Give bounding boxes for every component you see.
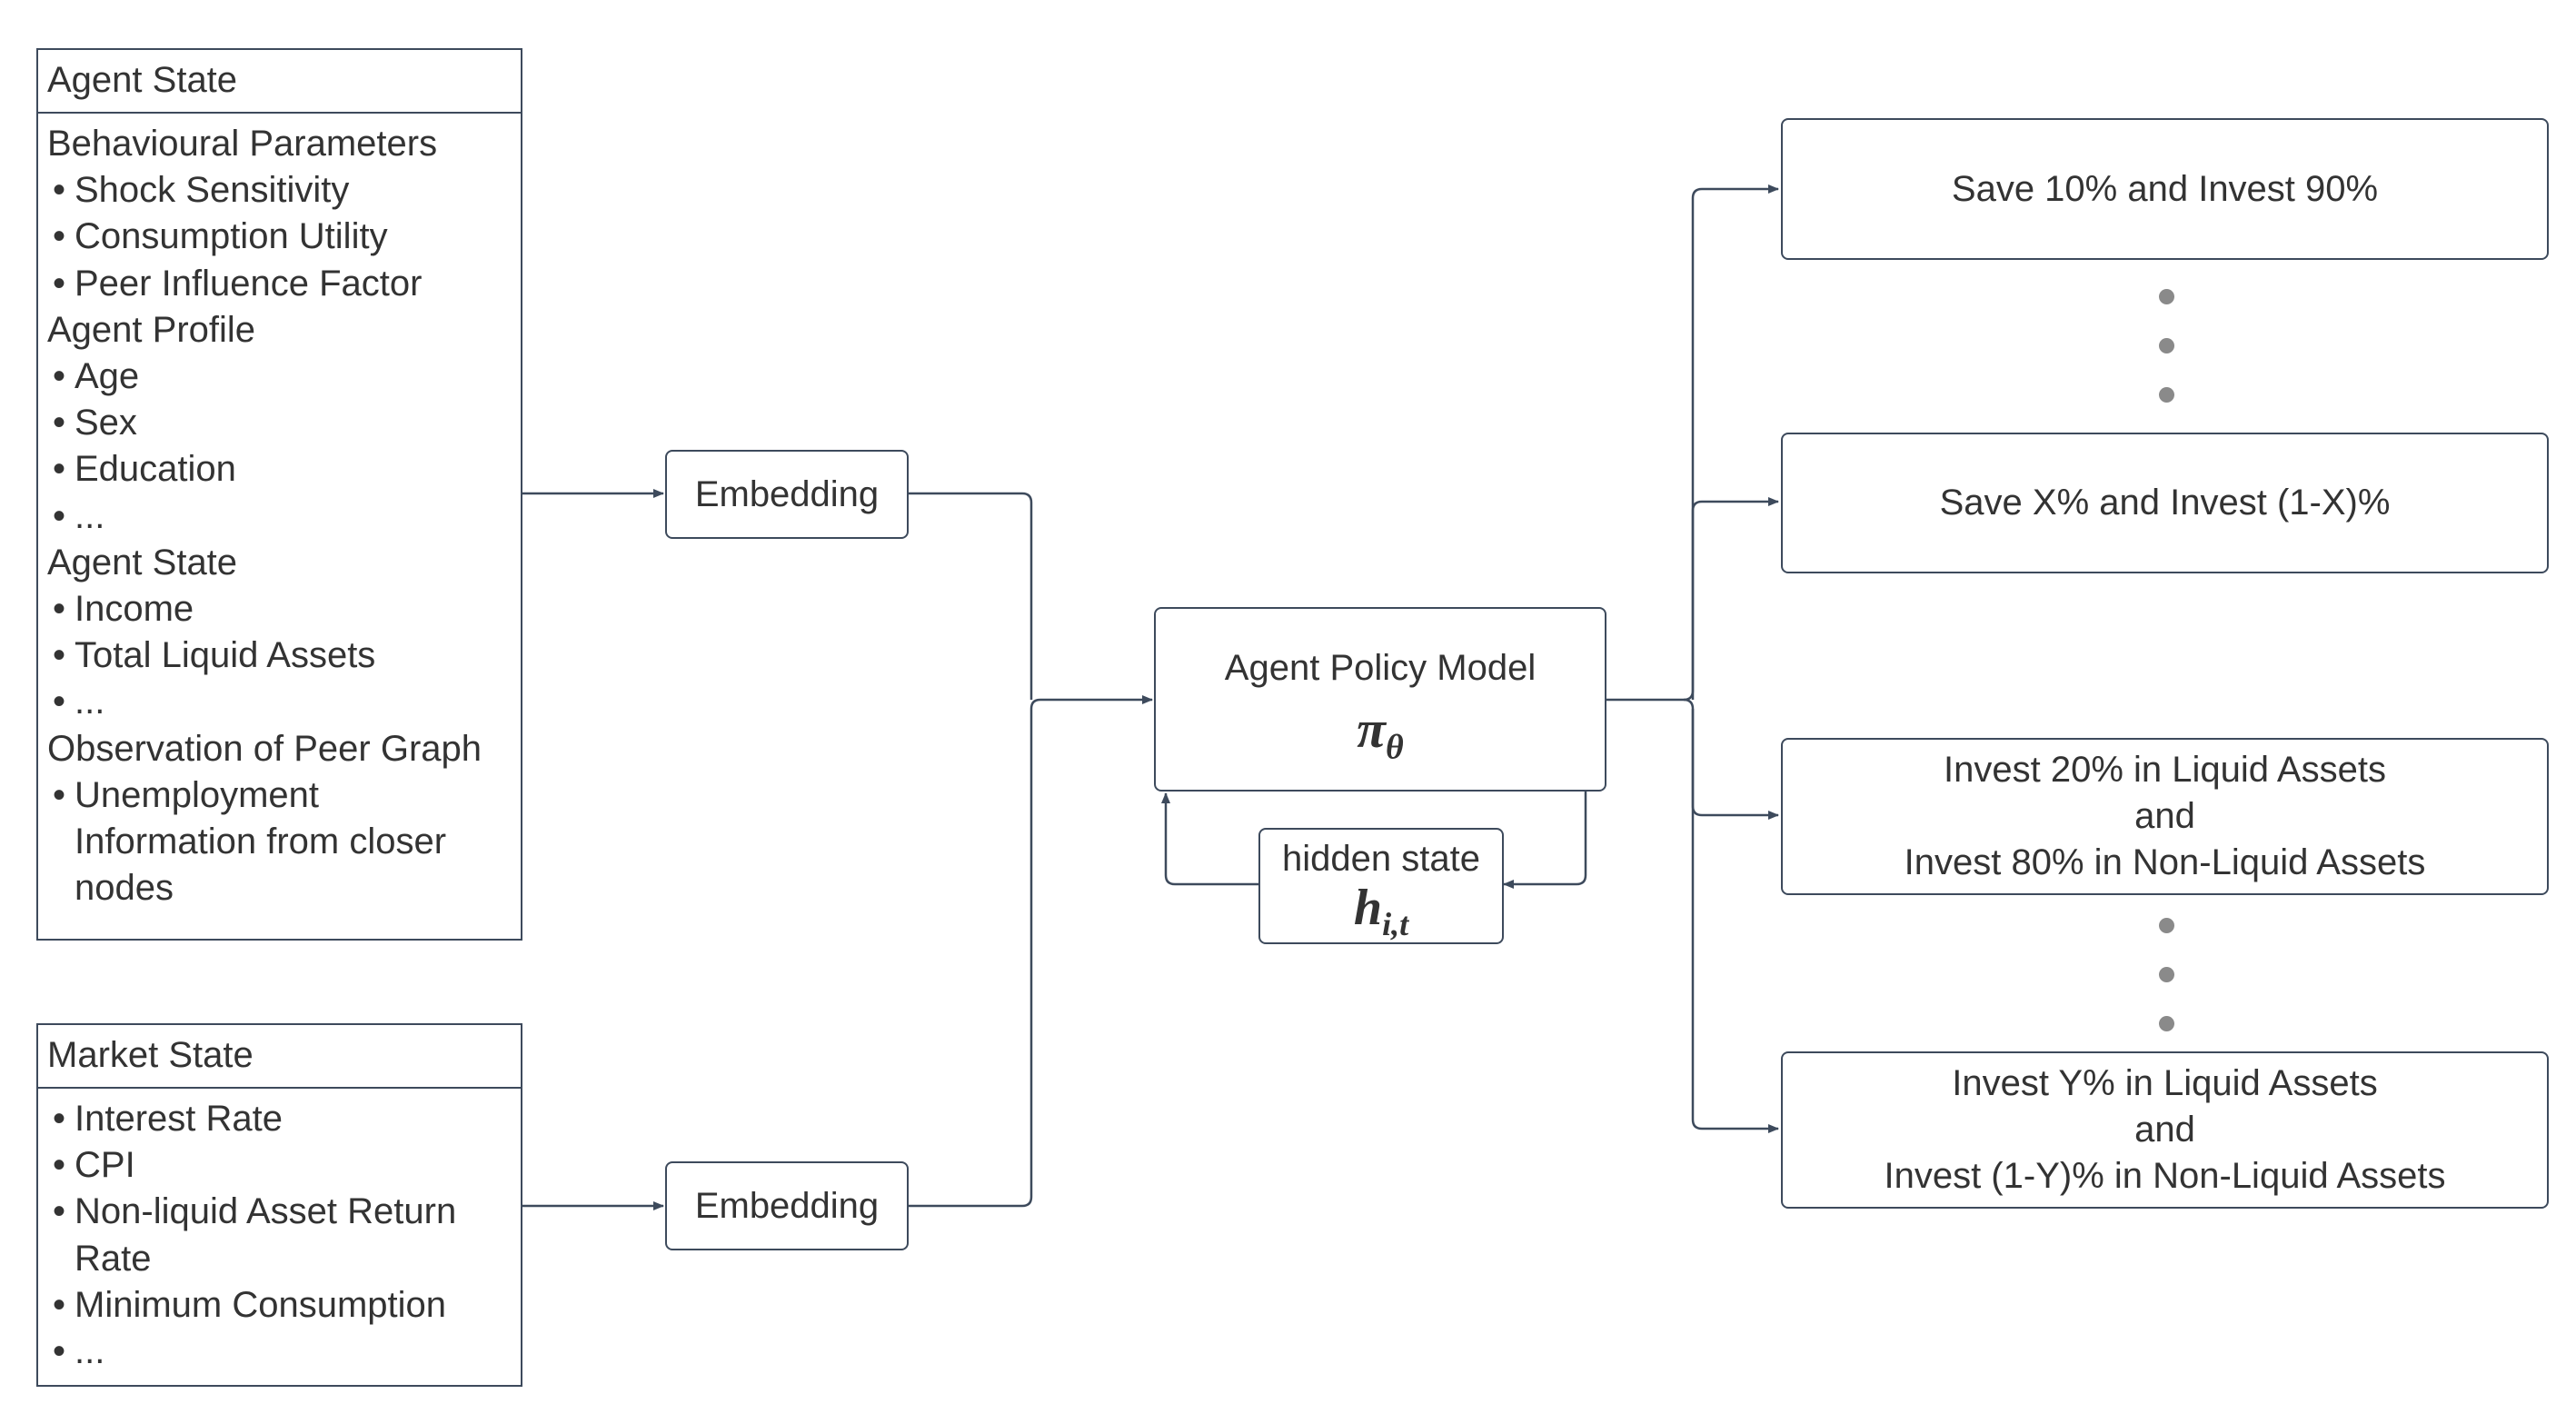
policy-symbol-subscript: θ <box>1385 728 1404 767</box>
policy-symbol: πθ <box>1156 700 1605 778</box>
ellipsis-dot <box>2159 387 2174 403</box>
arrow-policy-to-hidden-state <box>1503 792 1587 889</box>
action-line: Save X% and Invest (1-X)% <box>1939 483 2391 523</box>
action-box-save-10-invest-90: Save 10% and Invest 90% <box>1781 118 2549 260</box>
market-state-panel-title: Market State <box>38 1025 521 1089</box>
hidden-state-symbol: hi,t <box>1260 881 1502 951</box>
list-item: ... <box>47 1329 517 1375</box>
list-item: CPI <box>47 1142 517 1189</box>
action-line: Save 10% and Invest 90% <box>1951 168 2379 209</box>
action-line: Invest (1-Y)% in Non-Liquid Assets <box>1884 1156 2446 1196</box>
hidden-state-symbol-subscript: i,t <box>1382 906 1409 943</box>
agent-state-list: Behavioural ParametersShock SensitivityC… <box>47 121 517 911</box>
agent-policy-model-box: Agent Policy Model πθ <box>1154 607 1606 792</box>
hidden-state-symbol-main: h <box>1353 880 1383 936</box>
list-item: Income <box>47 586 517 632</box>
policy-symbol-main: π <box>1357 700 1386 759</box>
ellipsis-dot <box>2159 1016 2174 1031</box>
ellipsis-dot <box>2159 967 2174 982</box>
list-item: ... <box>47 679 517 725</box>
connector-embedding-bottom-to-policy <box>909 709 1033 1208</box>
market-state-list: Interest RateCPINon-liquid Asset ReturnR… <box>47 1096 517 1375</box>
list-item: Consumption Utility <box>47 214 517 260</box>
arrow-policy-to-action-4 <box>1691 709 1779 1133</box>
list-item: Unemployment <box>47 772 517 819</box>
list-item: Non-liquid Asset Return <box>47 1189 517 1235</box>
connector-embedding-top-to-policy <box>909 492 1033 700</box>
section-heading: Agent State <box>47 542 238 583</box>
list-item: Peer Influence Factor <box>47 261 517 307</box>
list-item-continuation: nodes <box>75 868 174 909</box>
action-line: Invest 80% in Non-Liquid Assets <box>1904 842 2426 882</box>
list-item: Shock Sensitivity <box>47 167 517 214</box>
hidden-state-label: hidden state <box>1282 839 1480 879</box>
arrow-policy-to-action-2 <box>1691 497 1779 700</box>
list-item: Total Liquid Assets <box>47 632 517 679</box>
action-box-save-x-invest-1-x: Save X% and Invest (1-X)% <box>1781 433 2549 573</box>
list-item: Age <box>47 354 517 400</box>
hidden-state-box: hidden state hi,t <box>1258 828 1504 944</box>
list-item: Sex <box>47 400 517 446</box>
arrow-policy-to-action-1 <box>1683 184 1779 702</box>
arrow-policy-to-action-3 <box>1683 698 1779 820</box>
ellipsis-dot <box>2159 918 2174 933</box>
section-heading: Agent Profile <box>47 309 256 350</box>
action-line: Invest 20% in Liquid Assets <box>1944 750 2386 790</box>
arrow-hidden-state-to-policy <box>1161 792 1258 886</box>
ellipsis-dot <box>2159 289 2174 304</box>
section-heading: Observation of Peer Graph <box>47 728 482 769</box>
list-item: ... <box>47 493 517 540</box>
embedding-box-agent: Embedding <box>665 450 909 539</box>
policy-label: Agent Policy Model <box>1224 648 1537 688</box>
action-line: and <box>2134 1110 2195 1150</box>
embedding-label: Embedding <box>694 473 880 514</box>
ellipsis-dot <box>2159 338 2174 354</box>
list-item-continuation: Information from closer <box>75 822 447 862</box>
agent-state-panel: Agent State Behavioural ParametersShock … <box>36 48 522 941</box>
embedding-box-market: Embedding <box>665 1161 909 1250</box>
agent-state-panel-title: Agent State <box>38 50 521 114</box>
list-item: Education <box>47 446 517 493</box>
list-item: Interest Rate <box>47 1096 517 1142</box>
list-item-continuation: Rate <box>75 1238 152 1279</box>
action-line: and <box>2134 796 2195 836</box>
section-heading: Behavioural Parameters <box>47 124 438 164</box>
action-line: Invest Y% in Liquid Assets <box>1952 1063 2378 1103</box>
market-state-panel: Market State Interest RateCPINon-liquid … <box>36 1023 522 1387</box>
list-item: Minimum Consumption <box>47 1282 517 1329</box>
arrow-merge-to-policy <box>1029 695 1153 710</box>
embedding-label: Embedding <box>694 1185 880 1226</box>
